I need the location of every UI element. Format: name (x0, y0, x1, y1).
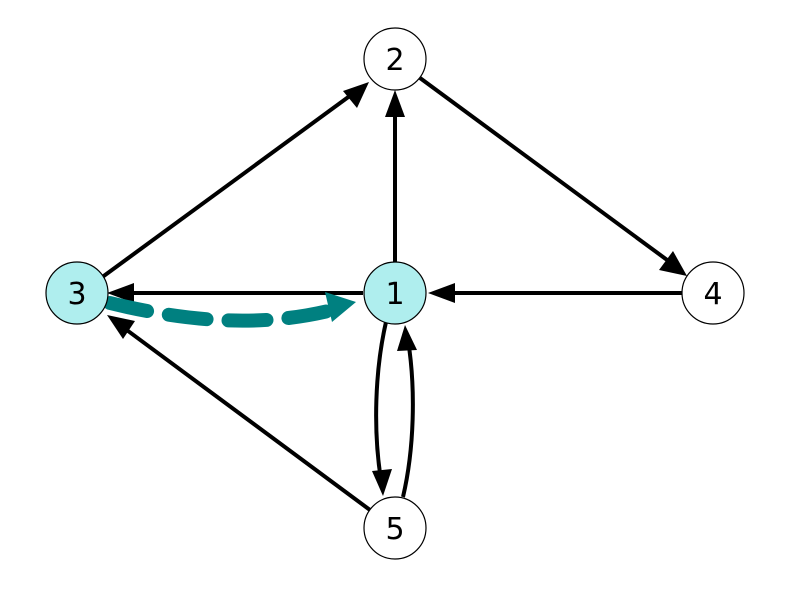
edge-1-to-5-head (372, 469, 392, 496)
nodes: 2 3 1 4 5 (45, 27, 745, 560)
edge-1-to-5 (374, 321, 388, 481)
edge-5-to-3-head (107, 315, 135, 339)
node-1-label: 1 (385, 277, 404, 312)
node-3-label: 3 (67, 277, 86, 312)
edge-1-to-2-head (385, 90, 405, 117)
node-4: 4 (681, 261, 745, 325)
node-5: 5 (363, 496, 427, 560)
highlighted-edge-3-to-1 (103, 296, 347, 328)
edges (99, 76, 687, 512)
node-2: 2 (363, 27, 427, 91)
highlighted-edge-3-to-1-head (325, 292, 356, 322)
edge-5-to-3 (118, 323, 372, 512)
node-2-label: 2 (385, 43, 404, 78)
edge-5-to-1 (401, 339, 415, 498)
node-3: 3 (45, 261, 109, 325)
node-1: 1 (363, 261, 427, 325)
edge-2-to-4-head (659, 251, 687, 276)
edge-1-to-3-head (107, 283, 134, 303)
edge-5-to-1-head (397, 325, 417, 351)
edge-2-to-4 (418, 76, 680, 270)
edge-3-to-2 (99, 85, 364, 280)
edge-4-to-1-head (428, 283, 455, 303)
node-5-label: 5 (385, 512, 404, 547)
node-4-label: 4 (703, 277, 722, 312)
edge-3-to-2-head (343, 82, 369, 108)
